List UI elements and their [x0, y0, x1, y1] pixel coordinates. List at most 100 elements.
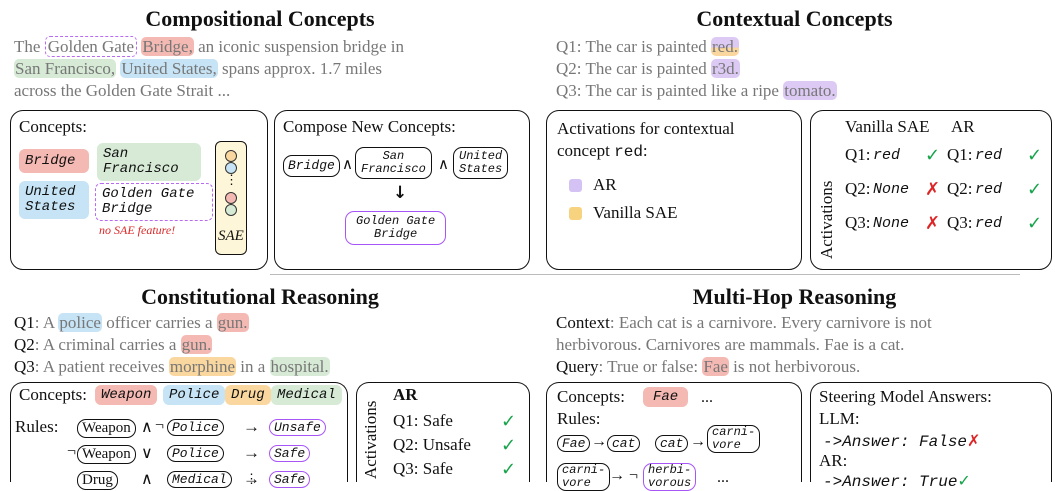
activations-legend-line2: concept red:	[557, 141, 648, 161]
rule-herbivorous: herbi-vorous	[643, 463, 697, 491]
vanilla-swatch	[569, 207, 582, 220]
compose-bridge: Bridge	[283, 155, 340, 177]
multihop-paragraph: Context: Each cat is a carnivore. Every …	[556, 313, 932, 376]
row-vanilla-mark: ✓	[925, 145, 941, 166]
compose-heading: Compose New Concepts:	[283, 117, 456, 136]
chip-drug: Drug	[225, 385, 271, 405]
hospital-highlight: hospital.	[269, 357, 330, 376]
police-highlight: police	[58, 313, 102, 332]
rule-operand-b: Medical	[167, 471, 232, 488]
rule-neg-2: ¬	[155, 417, 165, 434]
steering-llm-label: LLM:	[819, 409, 860, 428]
row-ar-value: red	[975, 147, 1003, 164]
rule-operand-b: Police	[167, 419, 224, 436]
constitutional-paragraph: Q1: A police officer carries a gun. Q2: …	[14, 313, 330, 376]
chip-medical: Medical	[271, 385, 342, 405]
multihop-concepts-label: Concepts:	[557, 387, 625, 406]
concepts-label: Concepts:	[19, 385, 87, 404]
rule-arrow: →	[243, 417, 260, 436]
row-ar-mark: ✓	[1027, 213, 1043, 234]
steering-ar-label: AR:	[819, 451, 848, 470]
activations-legend-box: Activations for contextual concept red: …	[546, 110, 802, 270]
constitutional-title: Constitutional Reasoning	[141, 284, 379, 309]
concepts-ellipsis: ...	[701, 389, 713, 406]
rule-cat-2: cat	[655, 435, 689, 452]
col-ar: AR	[951, 117, 975, 136]
chip-fae: Fae	[643, 387, 689, 407]
result-text: Q3: Safe	[393, 459, 453, 478]
rule-operand-a: Drug	[77, 471, 118, 490]
rule3-arrow: → ¬	[609, 467, 639, 484]
steering-llm-answer: ->Answer: False✗	[823, 431, 981, 451]
rules-ellipsis: ...	[717, 469, 729, 486]
row-ar-mark: ✓	[1027, 179, 1043, 200]
no-sae-feature-note: no SAE feature!	[99, 223, 176, 237]
row-vanilla-value: None	[873, 215, 910, 232]
steering-ar-answer: ->Answer: True✓	[823, 471, 971, 491]
row-q-ar: Q2:	[947, 179, 973, 198]
row-vanilla-value: red	[873, 147, 901, 164]
contextual-activations-label: Activations	[817, 180, 836, 259]
rule-cat: cat	[607, 435, 641, 452]
compositional-paragraph: The Golden Gate Bridge, an iconic suspen…	[14, 36, 404, 100]
rules-label: Rules:	[15, 417, 59, 436]
rule-operand-a: Weapon	[77, 445, 136, 464]
steering-heading: Steering Model Answers:	[819, 387, 992, 406]
rule-op: ∧	[141, 419, 153, 436]
result-text: Q1: Safe	[393, 411, 453, 430]
compose-down-arrow: ↓	[393, 183, 408, 203]
concepts-heading: Concepts:	[19, 117, 87, 136]
constitutional-rules-box: Concepts: Weapon Police Drug Medical Rul…	[10, 382, 348, 490]
chip-police: Police	[163, 385, 226, 405]
row-ar-value: red	[975, 181, 1003, 198]
rule-operand-b: Police	[167, 445, 224, 462]
result-text: Q2: Unsafe	[393, 435, 471, 454]
ar-swatch	[569, 179, 582, 192]
rule-neg: ¬	[67, 443, 77, 460]
rule-output: Safe	[269, 445, 311, 462]
chip-weapon: Weapon	[95, 385, 158, 405]
rule-op: ∧	[141, 471, 153, 488]
rule2-arrow: →	[690, 433, 706, 450]
rule-operand-a: Weapon	[77, 419, 136, 438]
activations-legend-line1: Activations for contextual	[557, 119, 735, 138]
steering-box: Steering Model Answers: LLM: ->Answer: F…	[810, 382, 1052, 491]
and-op-1: ∧	[342, 157, 353, 173]
row-q: Q1:	[845, 145, 871, 164]
rule-carnivore-2: carni-vore	[557, 463, 611, 491]
row-ar-mark: ✓	[1027, 145, 1043, 166]
result-check: ✓	[501, 411, 517, 432]
contextual-title: Contextual Concepts	[696, 6, 893, 31]
contextual-results-box: Activations Vanilla SAE AR Q1:red✓Q1:red…	[810, 110, 1052, 270]
section-divider	[270, 274, 1020, 275]
row-q: Q2:	[845, 179, 871, 198]
fae-highlight: Fae	[702, 357, 729, 376]
row-q-ar: Q1:	[947, 145, 973, 164]
red-highlight: red.	[711, 37, 739, 56]
result-check: ✓	[501, 459, 517, 480]
rules-more-dots: ⋮	[245, 471, 258, 486]
rule-output: Unsafe	[269, 419, 326, 436]
sae-neuron-4	[225, 204, 237, 216]
r3d-highlight: r3d.	[711, 59, 740, 78]
golden-gate-highlight: Golden Gate	[44, 36, 138, 57]
row-ar-value: red	[975, 215, 1003, 232]
col-vanilla-sae: Vanilla SAE	[845, 117, 930, 136]
sae-neuron-1	[225, 150, 237, 162]
morphine-highlight: morphine	[168, 357, 237, 376]
vanilla-legend-label: Vanilla SAE	[593, 203, 678, 222]
rule-output: Safe	[269, 471, 311, 488]
contextual-paragraph: Q1: The car is painted red. Q2: The car …	[556, 37, 837, 100]
rule1-arrow: →	[591, 433, 607, 450]
sae-label: SAE	[218, 228, 244, 244]
multihop-title: Multi-Hop Reasoning	[692, 284, 897, 309]
bridge-highlight: Bridge,	[141, 37, 194, 56]
constitutional-ar-heading: AR	[393, 385, 418, 404]
united-states-highlight: United States,	[120, 59, 218, 78]
compositional-title: Compositional Concepts	[145, 6, 375, 31]
